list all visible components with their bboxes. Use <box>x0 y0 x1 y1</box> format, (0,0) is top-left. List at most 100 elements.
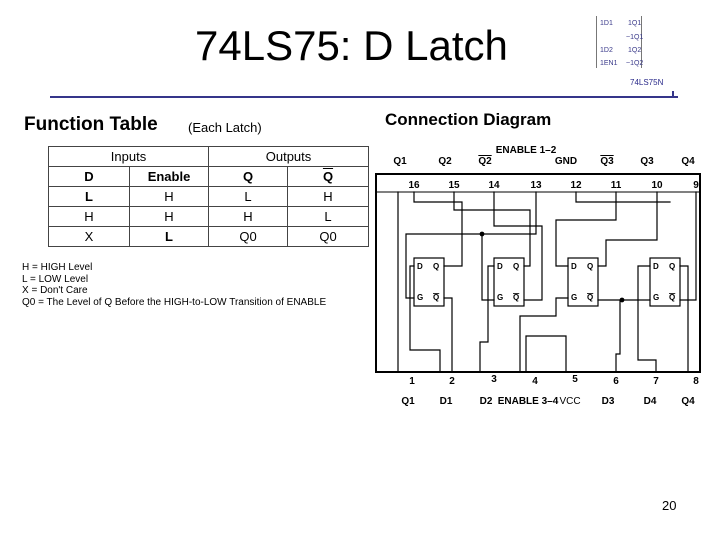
bottom-signal-label: VCC <box>559 396 580 407</box>
top-pin-number: 13 <box>530 180 542 191</box>
legend-item: X = Don't Care <box>22 285 88 296</box>
bottom-pin-number: 5 <box>572 374 578 385</box>
top-pin-number: 9 <box>693 180 699 191</box>
column-header-q-bar: Q <box>287 166 369 187</box>
table-cell: L <box>287 206 369 227</box>
table-cell: L <box>208 186 288 207</box>
top-signal-label: Q3 <box>640 156 654 167</box>
latch-pin-label: D <box>571 262 577 271</box>
legend-item: H = HIGH Level <box>22 262 93 273</box>
latch-pin-label: Q <box>433 262 439 271</box>
top-pin-number: 10 <box>651 180 663 191</box>
wire-junction <box>619 297 625 303</box>
wire-junction <box>479 231 485 237</box>
table-row: H H H L <box>48 206 369 227</box>
ic-package-outline <box>375 173 701 373</box>
latch-pin-label: G <box>497 293 503 302</box>
chip-thumbnail-body <box>596 16 642 68</box>
latch-3 <box>567 257 599 307</box>
table-cell: H <box>287 186 369 207</box>
slide-title: 74LS75: D Latch <box>195 22 508 69</box>
latch-pin-label: D <box>653 262 659 271</box>
top-signal-label: Q1 <box>393 156 407 167</box>
thumb-left-label: 1D2 <box>600 47 613 54</box>
page-number: 20 <box>662 498 677 513</box>
bottom-signal-label: D3 <box>602 396 615 407</box>
latch-pin-label: D <box>497 262 503 271</box>
legend-item: L = LOW Level <box>22 273 89 285</box>
top-pin-number: 16 <box>408 180 420 191</box>
top-pin-number: 15 <box>448 180 460 191</box>
latch-pin-label: Q <box>513 262 519 271</box>
title-divider <box>50 96 678 98</box>
thumb-right-label: ~1Q2 <box>626 60 644 67</box>
top-signal-label: Q2 <box>438 156 452 167</box>
column-header-enable: Enable <box>129 166 209 187</box>
bottom-pin-number: 2 <box>449 376 455 387</box>
latch-pin-label: Q <box>669 293 675 302</box>
table-row: L H L H <box>48 186 369 207</box>
thumb-right-label: ~1Q1 <box>626 34 644 41</box>
bottom-pin-number: 3 <box>491 374 497 385</box>
thumb-right-label: 1Q2 <box>628 47 642 54</box>
bottom-pin-number: 7 <box>653 376 659 387</box>
top-pin-number: 11 <box>611 180 622 191</box>
bottom-signal-label: D2 <box>480 396 493 407</box>
latch-1 <box>413 257 445 307</box>
table-group-header-row: Inputs Outputs <box>48 146 369 167</box>
table-cell: H <box>208 206 288 227</box>
table-cell: L <box>129 226 209 247</box>
function-table-title: Function Table <box>24 114 158 135</box>
legend-item: Q0 = The Level of Q Before the HIGH-to-L… <box>22 296 327 308</box>
table-cell: Q0 <box>287 226 369 247</box>
bottom-signal-label: ENABLE 3–4 <box>498 396 559 407</box>
connection-diagram-title: Connection Diagram <box>385 110 552 129</box>
latch-pin-label: G <box>417 293 423 302</box>
internal-wiring <box>397 191 697 373</box>
thumb-left-label: 1EN1 <box>600 60 618 67</box>
latch-blocks <box>413 257 681 307</box>
function-table-legend: H = HIGH Level L = LOW Level X = Don't C… <box>22 262 326 308</box>
thumb-part-number: 74LS75N <box>630 78 664 87</box>
top-pin-number: 12 <box>570 180 582 191</box>
bottom-pin-number: 4 <box>532 376 538 387</box>
latch-pin-label: G <box>653 293 659 302</box>
table-cell: L <box>48 186 130 207</box>
top-signal-label: GND <box>555 156 577 167</box>
table-cell: H <box>48 206 130 227</box>
latch-pin-label: Q <box>513 293 519 302</box>
bottom-signal-label: D4 <box>644 396 657 407</box>
table-cell: Q0 <box>208 226 288 247</box>
top-signal-label: ENABLE 1–2 <box>496 145 557 156</box>
function-table-subtitle: (Each Latch) <box>188 120 262 135</box>
latch-2 <box>493 257 525 307</box>
chip-thumbnail: 1D1 1D2 1EN1 1Q1 ~1Q1 1Q2 ~1Q2 74LS75N <box>590 14 680 92</box>
inputs-header: Inputs <box>48 146 209 167</box>
top-signal-label: Q2 <box>478 156 492 167</box>
bottom-signal-label: Q4 <box>681 396 695 407</box>
thumb-right-label: 1Q1 <box>628 20 642 27</box>
latch-pin-label: Q <box>587 293 593 302</box>
table-cell: H <box>129 186 209 207</box>
thumb-left-label: 1D1 <box>600 20 613 27</box>
table-cell: H <box>129 206 209 227</box>
outputs-header: Outputs <box>208 146 369 167</box>
column-header-q: Q <box>208 166 288 187</box>
table-cell: X <box>48 226 130 247</box>
function-table: Inputs Outputs D Enable Q Q L H L H H H … <box>48 146 369 247</box>
top-pin-number: 14 <box>488 180 500 191</box>
column-header-d: D <box>48 166 130 187</box>
latch-4 <box>649 257 681 307</box>
latch-pin-label: Q <box>669 262 675 271</box>
top-signal-label: Q4 <box>681 156 695 167</box>
title-divider-tick <box>672 91 674 98</box>
bottom-pin-number: 6 <box>613 376 619 387</box>
latch-pin-label: Q <box>587 262 593 271</box>
bottom-pin-number: 1 <box>409 376 415 387</box>
bottom-signal-label: Q1 <box>401 396 415 407</box>
top-signal-label: Q3 <box>600 156 614 167</box>
latch-pin-label: D <box>417 262 423 271</box>
latch-pin-label: G <box>571 293 577 302</box>
bottom-pin-number: 8 <box>693 376 699 387</box>
latch-pin-label: Q <box>433 293 439 302</box>
